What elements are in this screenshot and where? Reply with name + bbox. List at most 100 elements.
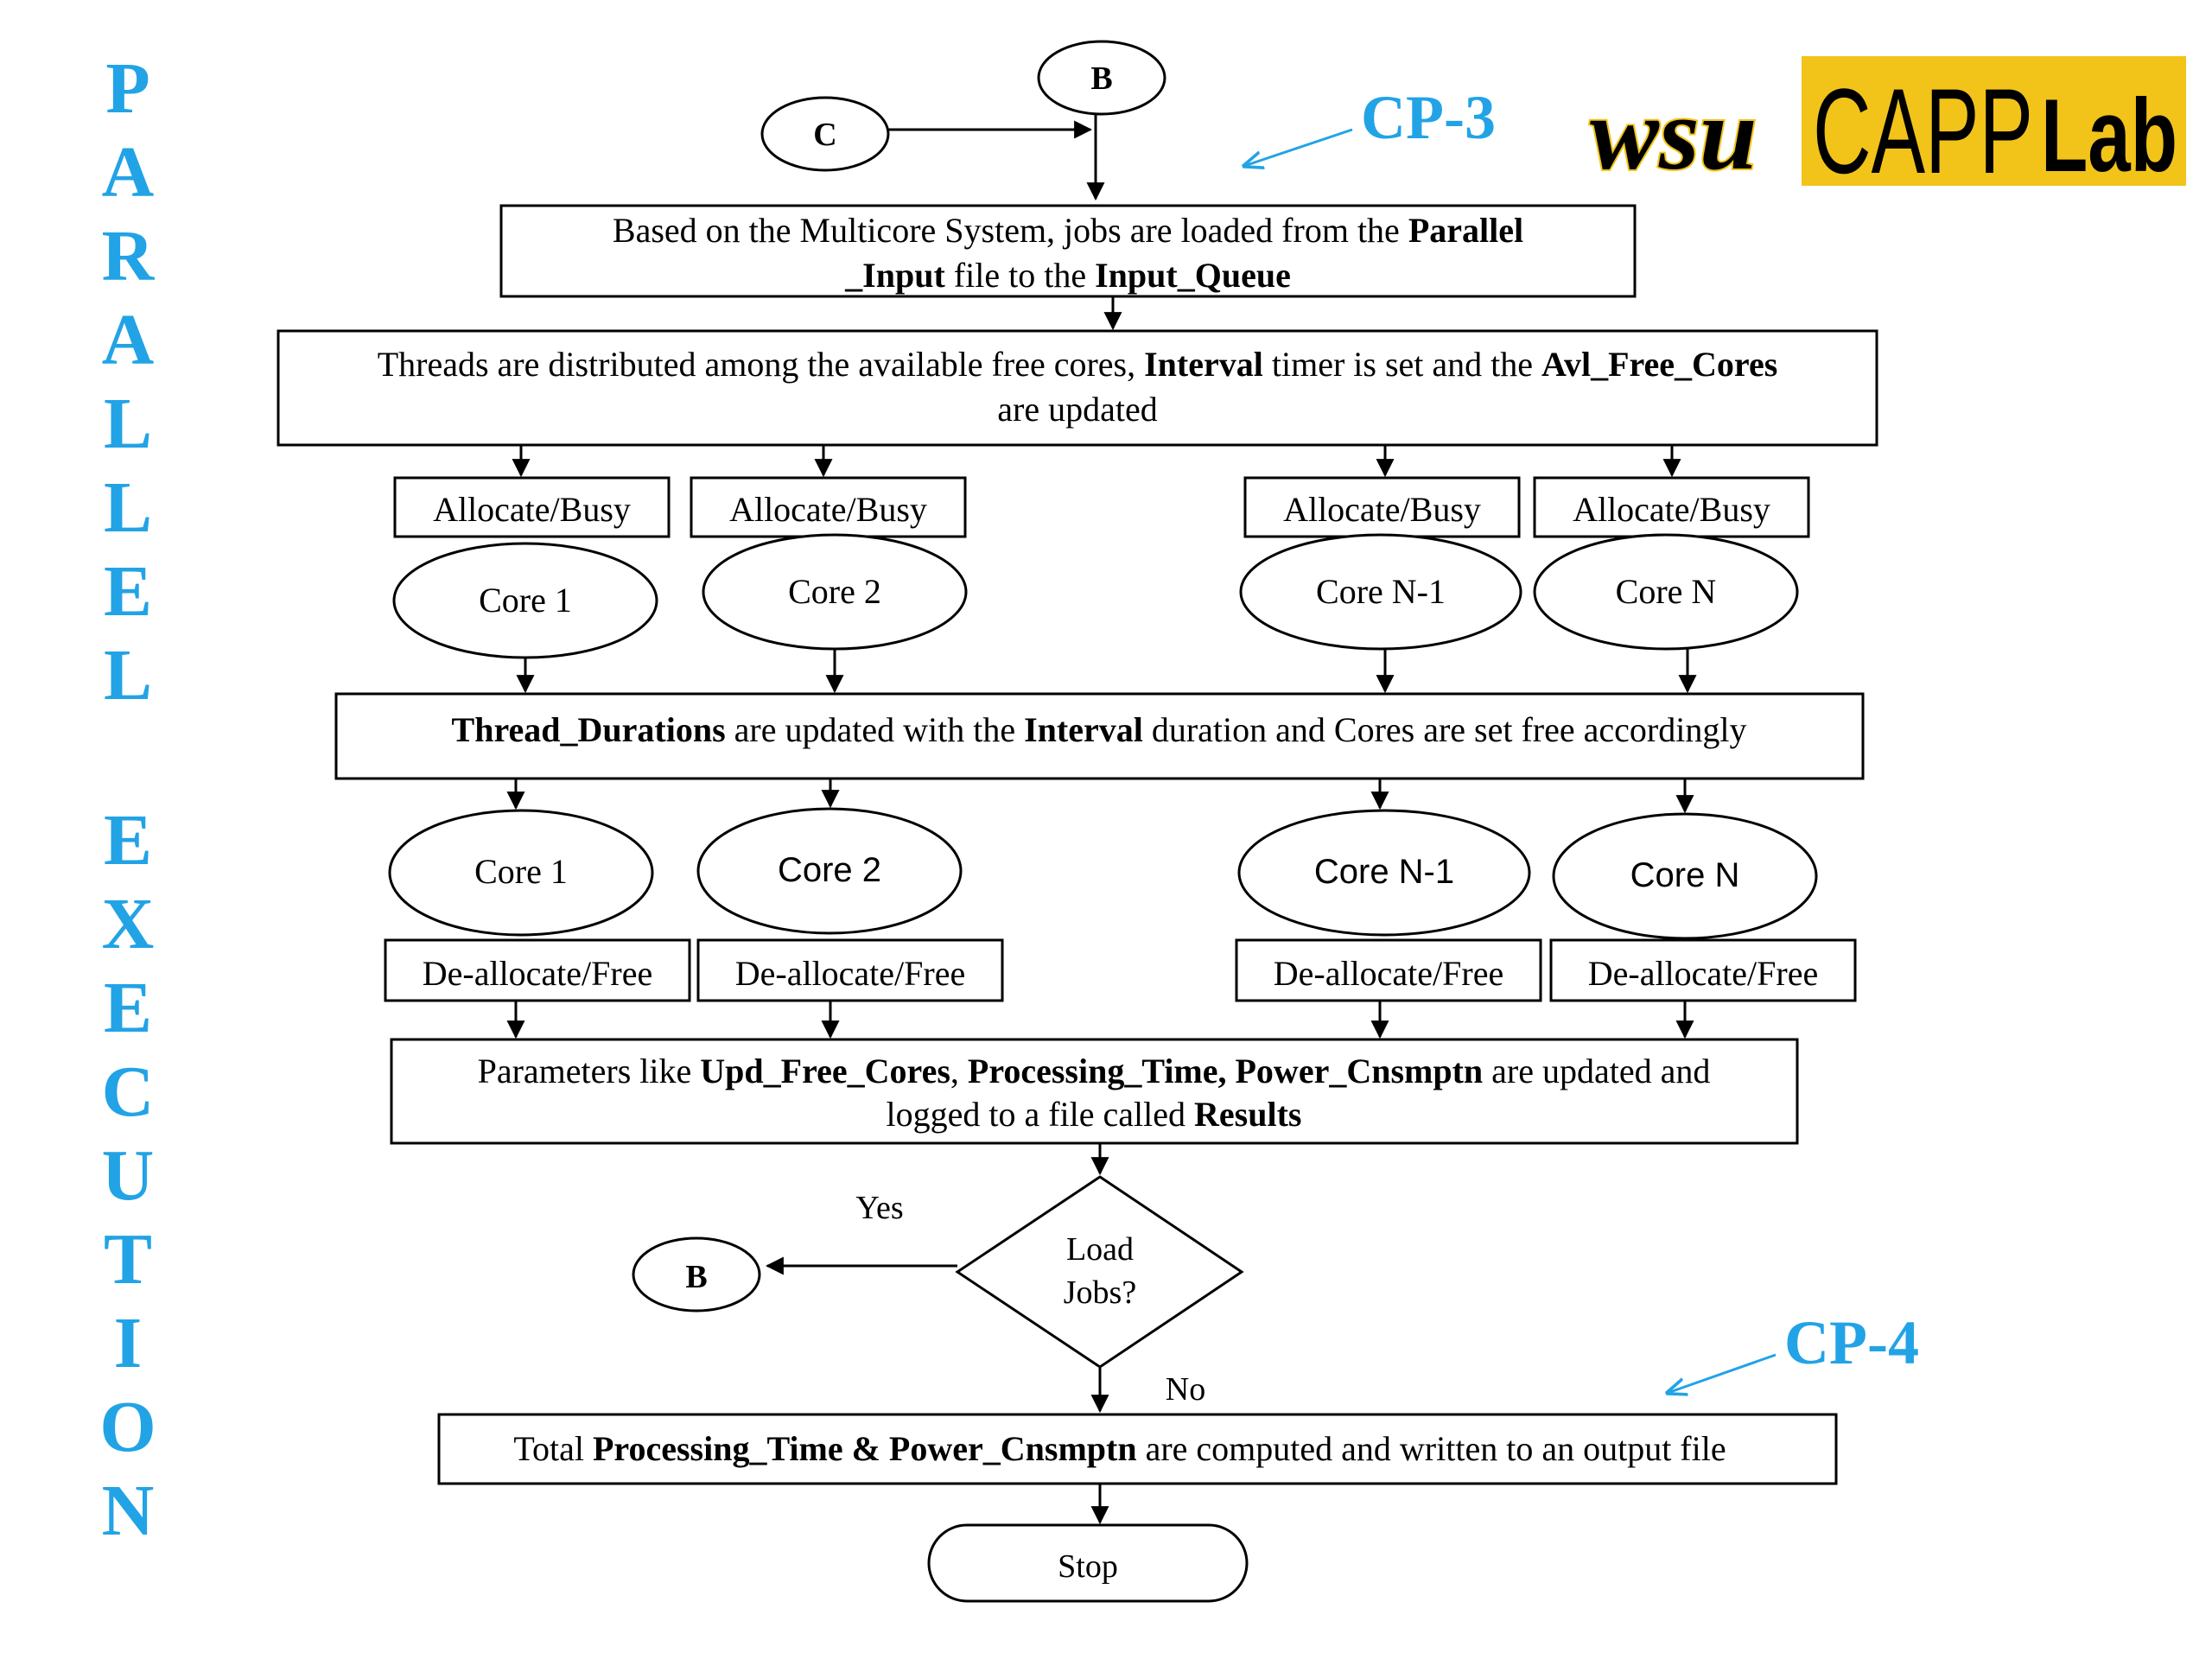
text-segment: Processing_Time & Power_Cnsmptn bbox=[593, 1429, 1137, 1468]
text-segment: Parameters like bbox=[478, 1052, 701, 1090]
core-label: Core 2 bbox=[778, 851, 881, 889]
total-computation-box: Total Processing_Time & Power_Cnsmptn ar… bbox=[437, 1413, 1838, 1485]
text-segment: Results bbox=[1194, 1095, 1301, 1134]
side-title-letter: E bbox=[104, 551, 152, 632]
text-segment: are updated with the bbox=[726, 710, 1024, 749]
deallocate-label: De-allocate/Free bbox=[423, 954, 653, 993]
deallocate-label: De-allocate/Free bbox=[1274, 954, 1504, 993]
params-text-line1: Parameters like Upd_Free_Cores, Processi… bbox=[478, 1052, 1711, 1090]
core-label: Core N bbox=[1616, 572, 1717, 611]
side-title-letter: L bbox=[104, 635, 152, 715]
side-title-letter: A bbox=[102, 300, 155, 380]
cp4-pointer-arrow bbox=[1668, 1353, 1777, 1393]
text-segment: Upd_Free_Cores bbox=[700, 1052, 950, 1090]
core-node bbox=[1533, 533, 1799, 651]
cp4-label: CP-4 bbox=[1784, 1308, 1919, 1377]
logo-lab-text: Lab bbox=[2041, 78, 2177, 194]
allocate-box bbox=[690, 476, 967, 538]
text-segment: Processing_Time, Power_Cnsmptn bbox=[968, 1052, 1483, 1090]
logo-capp-text: CAPP bbox=[1813, 63, 2033, 199]
allocate-label: Allocate/Busy bbox=[729, 490, 927, 529]
connector-b-top: B bbox=[1037, 40, 1166, 116]
text-segment: Threads are distributed among the availa… bbox=[378, 345, 1144, 384]
deallocate-label: De-allocate/Free bbox=[735, 954, 966, 993]
core-node bbox=[1552, 812, 1818, 940]
connector-c: C bbox=[760, 96, 890, 172]
distribute-text-line1: Threads are distributed among the availa… bbox=[378, 345, 1778, 384]
text-segment: Based on the Multicore System, jobs are … bbox=[613, 211, 1408, 250]
wsu-capp-lab-logo: wsu CAPP Lab bbox=[1588, 56, 2186, 199]
side-title-letter: O bbox=[99, 1387, 156, 1467]
allocate-label: Allocate/Busy bbox=[1283, 490, 1481, 529]
decision-text-line2: Jobs? bbox=[1064, 1274, 1136, 1311]
deallocate-box bbox=[696, 938, 1004, 1002]
total-text: Total Processing_Time & Power_Cnsmptn ar… bbox=[513, 1429, 1726, 1468]
load-jobs-text-line2: _Input file to the Input_Queue bbox=[844, 256, 1291, 295]
text-segment: duration and Cores are set free accordin… bbox=[1143, 710, 1747, 749]
core-node bbox=[1239, 533, 1522, 651]
side-title-letter: P bbox=[105, 48, 149, 129]
text-segment: timer is set and the bbox=[1263, 345, 1541, 384]
side-title-letter: T bbox=[104, 1219, 152, 1300]
thread-durations-box: Thread_Durations are updated with the In… bbox=[334, 692, 1865, 780]
deallocate-box bbox=[1549, 938, 1857, 1002]
logo-capp-background bbox=[1802, 56, 2186, 186]
connector-b-label: B bbox=[1090, 60, 1112, 97]
stop-terminal: Stop bbox=[927, 1523, 1249, 1603]
allocate-box bbox=[1533, 476, 1810, 538]
connector-b2-label: B bbox=[685, 1259, 707, 1295]
text-segment: file to the bbox=[945, 256, 1095, 295]
text-segment: , bbox=[950, 1052, 968, 1090]
core-node bbox=[1237, 809, 1531, 937]
side-title-letter: C bbox=[102, 1052, 155, 1132]
logo-wsu-text: wsu bbox=[1590, 76, 1757, 191]
core-label: Core 1 bbox=[479, 581, 572, 620]
text-segment: are updated bbox=[997, 390, 1157, 429]
deallocate-label: De-allocate/Free bbox=[1588, 954, 1819, 993]
text-segment: Parallel bbox=[1408, 211, 1523, 250]
cp3-pointer-arrow bbox=[1244, 128, 1353, 166]
text-segment: Interval bbox=[1144, 345, 1263, 384]
deallocate-box bbox=[384, 938, 691, 1002]
decision-no-label: No bbox=[1166, 1371, 1205, 1408]
text-segment: Avl_Free_Cores bbox=[1541, 345, 1777, 384]
side-title-letter: E bbox=[104, 800, 152, 880]
side-title-letter: R bbox=[102, 216, 156, 296]
core-label: Core 2 bbox=[788, 572, 881, 611]
checkpoint-cp3: CP-3 bbox=[1244, 83, 1496, 166]
core-label: Core N-1 bbox=[1316, 572, 1446, 611]
deallocate-core-row: Core 1 De-allocate/Free Core 2 De-allocate/… bbox=[384, 779, 1857, 1039]
deallocate-box bbox=[1235, 938, 1542, 1002]
load-jobs-decision: Load Jobs? bbox=[955, 1175, 1244, 1369]
core-label: Core N-1 bbox=[1314, 853, 1454, 891]
core-node bbox=[696, 807, 963, 935]
distribute-threads-box: Threads are distributed among the availa… bbox=[276, 329, 1878, 447]
decision-yes-label: Yes bbox=[855, 1190, 903, 1226]
load-jobs-box: Based on the Multicore System, jobs are … bbox=[499, 204, 1637, 298]
text-segment: are computed and written to an output fi… bbox=[1137, 1429, 1726, 1468]
text-segment: are updated and bbox=[1483, 1052, 1710, 1090]
text-segment: Total bbox=[513, 1429, 593, 1468]
side-title-letter: E bbox=[104, 968, 152, 1048]
text-segment: Input_Queue bbox=[1095, 256, 1291, 295]
params-text-line2: logged to a file called Results bbox=[887, 1095, 1302, 1134]
side-title-letter: L bbox=[104, 384, 152, 464]
side-title-letter: N bbox=[102, 1471, 155, 1551]
allocate-label: Allocate/Busy bbox=[433, 490, 631, 529]
durations-text: Thread_Durations are updated with the In… bbox=[452, 710, 1747, 749]
text-segment: _Input bbox=[844, 256, 945, 295]
connector-b-bottom: B bbox=[632, 1236, 761, 1313]
stop-label: Stop bbox=[1058, 1548, 1118, 1585]
side-title-letter: X bbox=[102, 884, 155, 964]
core-label: Core N bbox=[1630, 856, 1740, 894]
core-label: Core 1 bbox=[474, 852, 568, 891]
checkpoint-cp4: CP-4 bbox=[1668, 1308, 1919, 1393]
distribute-text-line2: are updated bbox=[997, 390, 1157, 429]
side-title-letter: L bbox=[104, 467, 152, 548]
cp3-label: CP-3 bbox=[1361, 83, 1496, 152]
side-title-letter: U bbox=[102, 1135, 155, 1216]
core-node bbox=[388, 809, 654, 937]
